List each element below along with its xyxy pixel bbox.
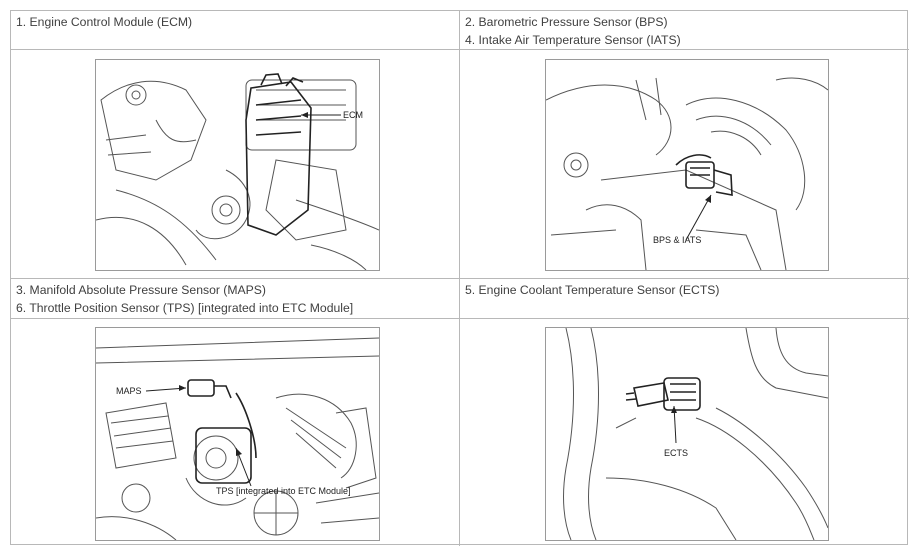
header-line: 3. Manifold Absolute Pressure Sensor (MA… (16, 283, 266, 297)
maps-callout: MAPS (116, 386, 142, 396)
figure-cell-ects: ECTS (460, 319, 909, 546)
tps-callout: TPS [integrated into ETC Module] (216, 486, 351, 496)
header-line: 1. Engine Control Module (ECM) (16, 15, 193, 29)
ects-diagram: ECTS (545, 327, 829, 541)
ecm-engine-drawing: ECM (96, 73, 379, 270)
header-cell-ecm: 1. Engine Control Module (ECM) (11, 11, 460, 50)
ecm-diagram: ECM (95, 59, 380, 271)
header-line: 4. Intake Air Temperature Sensor (IATS) (465, 33, 681, 47)
header-line: 2. Barometric Pressure Sensor (BPS) (465, 15, 668, 29)
header-line: 5. Engine Coolant Temperature Sensor (EC… (465, 283, 720, 297)
header-line: 6. Throttle Position Sensor (TPS) [integ… (16, 301, 354, 315)
figure-cell-maps-tps: MAPS TPS [integrated into ETC Module] (11, 319, 460, 546)
ects-engine-drawing: ECTS (563, 328, 828, 540)
figure-cell-bps-iats: BPS & IATS (460, 50, 909, 279)
bps-iats-engine-drawing: BPS & IATS (546, 77, 828, 270)
maps-tps-engine-drawing: MAPS TPS [integrated into ETC Module] (96, 337, 379, 540)
header-cell-bps-iats: 2. Barometric Pressure Sensor (BPS) 4. I… (460, 11, 909, 50)
bps-iats-diagram: BPS & IATS (545, 59, 829, 271)
header-cell-maps-tps: 3. Manifold Absolute Pressure Sensor (MA… (11, 279, 460, 319)
maps-tps-diagram: MAPS TPS [integrated into ETC Module] (95, 327, 380, 541)
bps-iats-callout: BPS & IATS (653, 235, 701, 245)
ects-callout: ECTS (664, 448, 688, 458)
component-location-table: 1. Engine Control Module (ECM) 2. Barome… (10, 10, 909, 546)
ecm-callout: ECM (343, 110, 363, 120)
figure-cell-ecm: ECM (11, 50, 460, 279)
header-cell-ects: 5. Engine Coolant Temperature Sensor (EC… (460, 279, 909, 319)
